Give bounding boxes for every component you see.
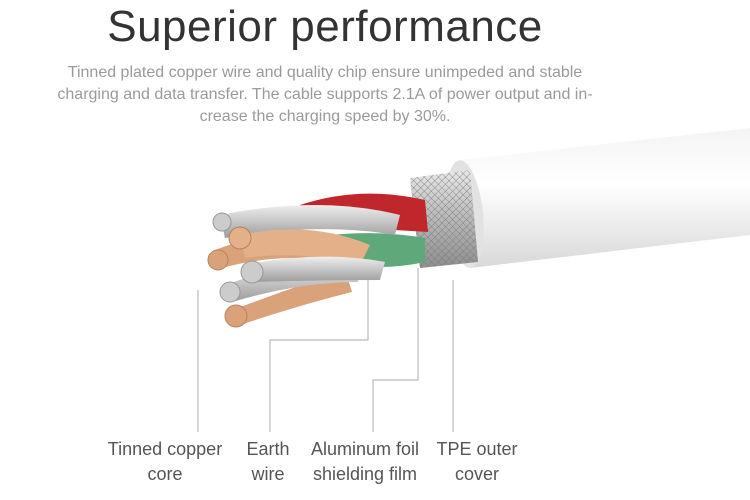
description: Tinned plated copper wire and quality ch… — [0, 62, 650, 128]
description-line: charging and data transfer. The cable su… — [57, 86, 593, 103]
label-line: cover — [454, 464, 499, 484]
tpe-outer-cover — [446, 128, 750, 268]
label-line: Tinned copper — [107, 439, 223, 459]
label-aluminum-foil: Aluminum foil shielding film — [303, 437, 427, 487]
description-line: crease the charging speed by 30%. — [199, 108, 451, 125]
label-tinned-copper-core: Tinned copper core — [100, 437, 230, 487]
page-title: Superior performance — [107, 2, 543, 51]
label-line: wire — [251, 464, 285, 484]
braided-shield — [410, 170, 478, 268]
leader-line-earth — [269, 280, 369, 432]
leader-lines — [197, 268, 454, 432]
label-line: core — [147, 464, 183, 484]
label-line: Aluminum foil — [310, 439, 420, 459]
label-line: TPE outer — [436, 439, 518, 459]
label-line: Earth — [246, 439, 290, 459]
label-line: shielding film — [312, 464, 418, 484]
description-line: Tinned plated copper wire and quality ch… — [67, 64, 583, 81]
tinned-copper-core — [207, 205, 400, 328]
label-tpe-outer-cover: TPE outer cover — [430, 437, 524, 487]
leader-line-foil — [372, 268, 419, 432]
label-earth-wire: Earth wire — [236, 437, 300, 487]
